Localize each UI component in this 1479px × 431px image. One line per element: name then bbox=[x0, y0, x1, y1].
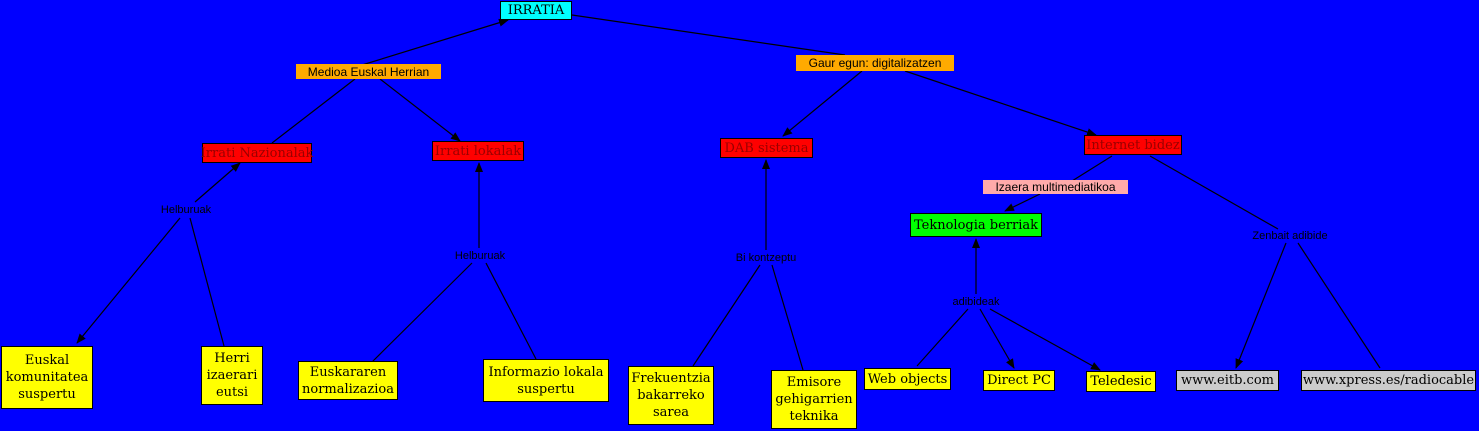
edge-medioa-nazionalak bbox=[271, 78, 356, 144]
edge-izaera-tekn bbox=[1004, 193, 1041, 212]
edge-gaur-dab bbox=[782, 70, 863, 137]
node-frekuentzia[interactable]: Frekuentzia bakarreko sarea bbox=[628, 366, 714, 425]
node-informazio-lokala[interactable]: Informazio lokala suspertu bbox=[483, 359, 609, 402]
edge-internet-zenbait bbox=[1149, 155, 1279, 230]
edge-helb1-euskal bbox=[76, 217, 181, 344]
node-irrati-nazionalak[interactable]: Irrati Nazionalak bbox=[201, 143, 313, 163]
node-irrati-lokalak[interactable]: Irrati lokalak bbox=[432, 141, 524, 161]
node-dab-sistema[interactable]: DAB sistema bbox=[720, 138, 813, 158]
edge-helb2-informazio bbox=[485, 262, 537, 360]
node-teledesic[interactable]: Teledesic bbox=[1086, 371, 1156, 392]
node-web-objects[interactable]: Web objects bbox=[864, 368, 951, 390]
node-izaera-multimediatikoa[interactable]: Izaera multimediatikoa bbox=[983, 180, 1128, 194]
edge-bik-frek bbox=[692, 264, 761, 367]
edge-zenbait-xpress bbox=[1297, 242, 1381, 369]
link-label-helburuak-1: Helburuak bbox=[160, 204, 212, 216]
node-teknologia-berriak[interactable]: Teknologia berriak bbox=[910, 213, 1042, 237]
edge-adib-direct bbox=[979, 308, 1015, 369]
node-euskal-komunitatea[interactable]: Euskal komunitatea suspertu bbox=[1, 346, 93, 409]
edge-helb2-euskararen bbox=[371, 262, 473, 363]
edge-adib-teledesic bbox=[989, 308, 1101, 371]
edge-helb1-herri bbox=[189, 217, 225, 347]
link-label-zenbait-adibide: Zenbait adibide bbox=[1252, 230, 1328, 242]
edge-medioa-lokalak bbox=[379, 78, 461, 142]
edge-internet-izaera bbox=[1071, 155, 1113, 182]
edge-zenbait-eitb bbox=[1235, 242, 1287, 369]
edge-medioa-irratia bbox=[361, 18, 509, 66]
node-medioa-euskal-herrian[interactable]: Medioa Euskal Herrian bbox=[296, 64, 441, 79]
node-direct-pc[interactable]: Direct PC bbox=[983, 370, 1055, 391]
node-euskararen-normalizazioa[interactable]: Euskararen normalizazioa bbox=[298, 361, 398, 400]
link-label-helburuak-2: Helburuak bbox=[454, 250, 506, 262]
node-herri-izaerari[interactable]: Herri izaerari eutsi bbox=[201, 346, 263, 405]
node-www-xpress[interactable]: www.xpress.es/radiocable bbox=[1301, 370, 1476, 391]
node-emisore[interactable]: Emisore gehigarrien teknika bbox=[771, 370, 857, 429]
edge-helb1-nazionalak bbox=[194, 162, 241, 203]
edge-adib-web bbox=[916, 308, 969, 367]
edge-irratia-gaur bbox=[571, 14, 846, 56]
link-label-adibideak: adibideak bbox=[952, 296, 1000, 308]
node-internet-bidez[interactable]: Internet bidez bbox=[1084, 135, 1182, 155]
node-gaur-egun[interactable]: Gaur egun: digitalizatzen bbox=[796, 55, 954, 71]
node-www-eitb[interactable]: www.eitb.com bbox=[1176, 370, 1279, 391]
node-irratia[interactable]: IRRATIA bbox=[500, 1, 572, 20]
link-label-bi-kontzeptu: Bi kontzeptu bbox=[735, 252, 797, 264]
edge-bik-emis bbox=[771, 264, 804, 371]
edge-gaur-internet bbox=[904, 70, 1097, 136]
